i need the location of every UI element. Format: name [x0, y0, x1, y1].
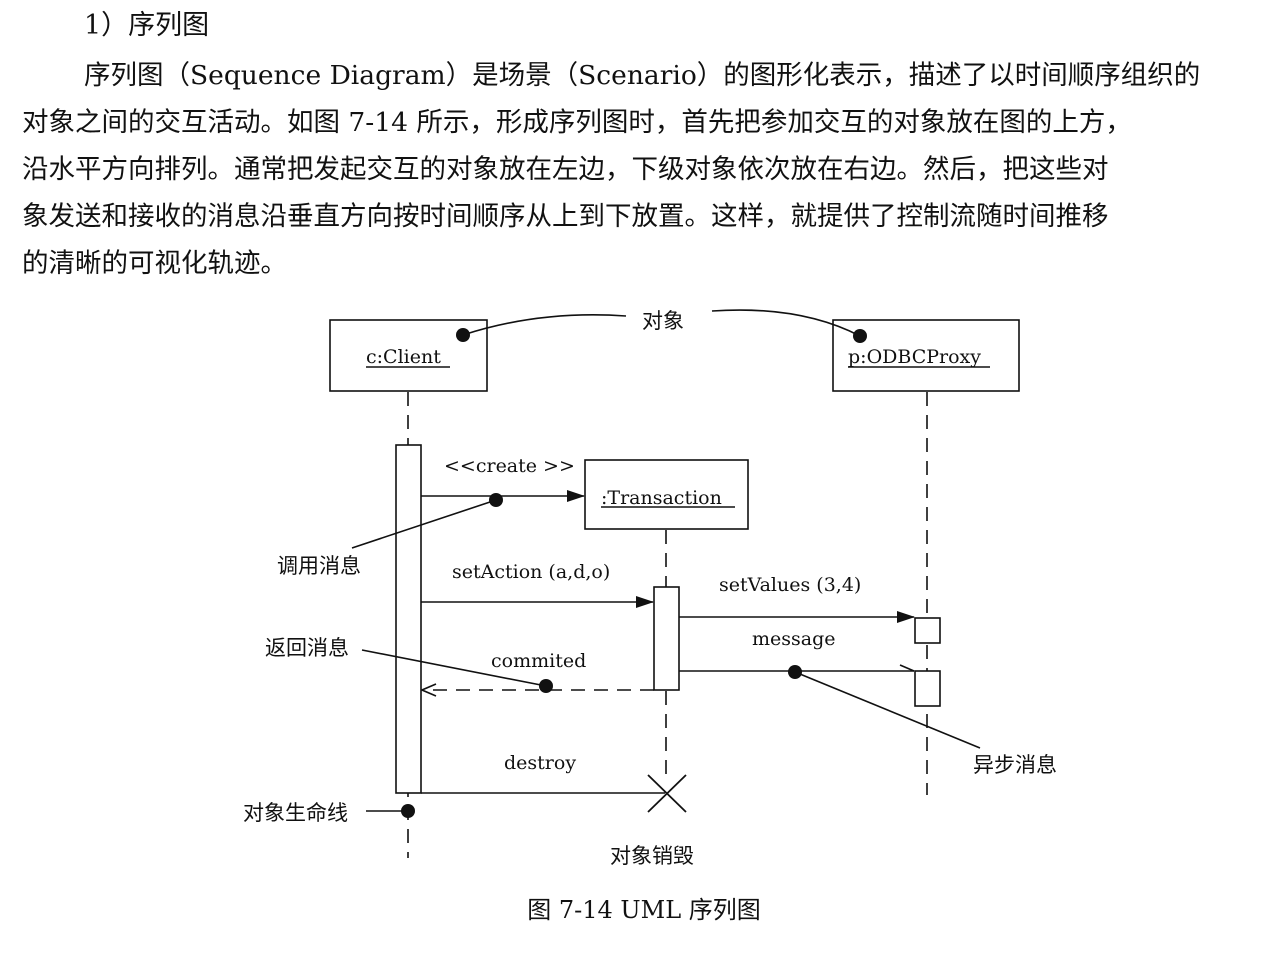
async-message-callout: [794, 671, 981, 749]
paragraph-line: 沿水平方向排列。通常把发起交互的对象放在左边，下级对象依次放在右边。然后，把这些…: [22, 154, 1109, 185]
call-message-callout: [351, 499, 497, 549]
proxy-object-box: [832, 319, 1020, 392]
async-message-annotation: 异步消息: [973, 753, 1057, 777]
object-callout-left: [462, 314, 627, 336]
object-callout-dot-right: [853, 329, 867, 343]
return-message-dot: [539, 679, 553, 693]
paragraph-line: 的清晰的可视化轨迹。: [22, 248, 287, 279]
object-callout-dot-left: [456, 328, 470, 342]
create-message-label: <<create >>: [444, 455, 575, 477]
object-annotation: 对象: [642, 309, 684, 333]
set-action-message-label: setAction (a,d,o): [452, 561, 610, 583]
call-message-annotation: 调用消息: [277, 554, 361, 578]
destruction-annotation: 对象销毁: [610, 844, 694, 868]
client-activation-bar: [395, 444, 422, 794]
commited-message-label: commited: [491, 650, 586, 672]
proxy-activation-box-2: [914, 670, 941, 707]
return-message-annotation: 返回消息: [265, 636, 349, 660]
client-object-name: c:Client: [366, 346, 441, 368]
destruction-x-mark: [647, 774, 687, 813]
object-callout-right: [711, 309, 861, 337]
paragraph-line: 对象之间的交互活动。如图 7-14 所示，形成序列图时，首先把参加交互的对象放在…: [22, 107, 1132, 138]
lifeline-annotation: 对象生命线: [243, 801, 348, 825]
destroy-message-label: destroy: [504, 752, 576, 774]
transaction-object-name: :Transaction: [601, 487, 722, 509]
set-values-message-label: setValues (3,4): [719, 574, 861, 596]
transaction-activation-bar: [653, 586, 680, 691]
async-message-dot: [788, 665, 802, 679]
paragraph-line: 象发送和接收的消息沿垂直方向按时间顺序从上到下放置。这样，就提供了控制流随时间推…: [22, 201, 1109, 232]
call-message-dot: [489, 493, 503, 507]
transaction-object-box: [584, 459, 749, 530]
body-paragraph: 序列图（Sequence Diagram）是场景（Scenario）的图形化表示…: [22, 52, 1262, 287]
proxy-object-name: p:ODBCProxy: [848, 346, 981, 368]
lifeline-dot: [401, 804, 415, 818]
return-message-callout: [361, 649, 547, 687]
async-message-label: message: [752, 628, 836, 650]
section-heading: 1）序列图: [84, 10, 210, 41]
figure-caption: 图 7-14 UML 序列图: [527, 896, 761, 924]
paragraph-line: 序列图（Sequence Diagram）是场景（Scenario）的图形化表示…: [84, 60, 1201, 91]
proxy-activation-box-1: [914, 617, 941, 644]
